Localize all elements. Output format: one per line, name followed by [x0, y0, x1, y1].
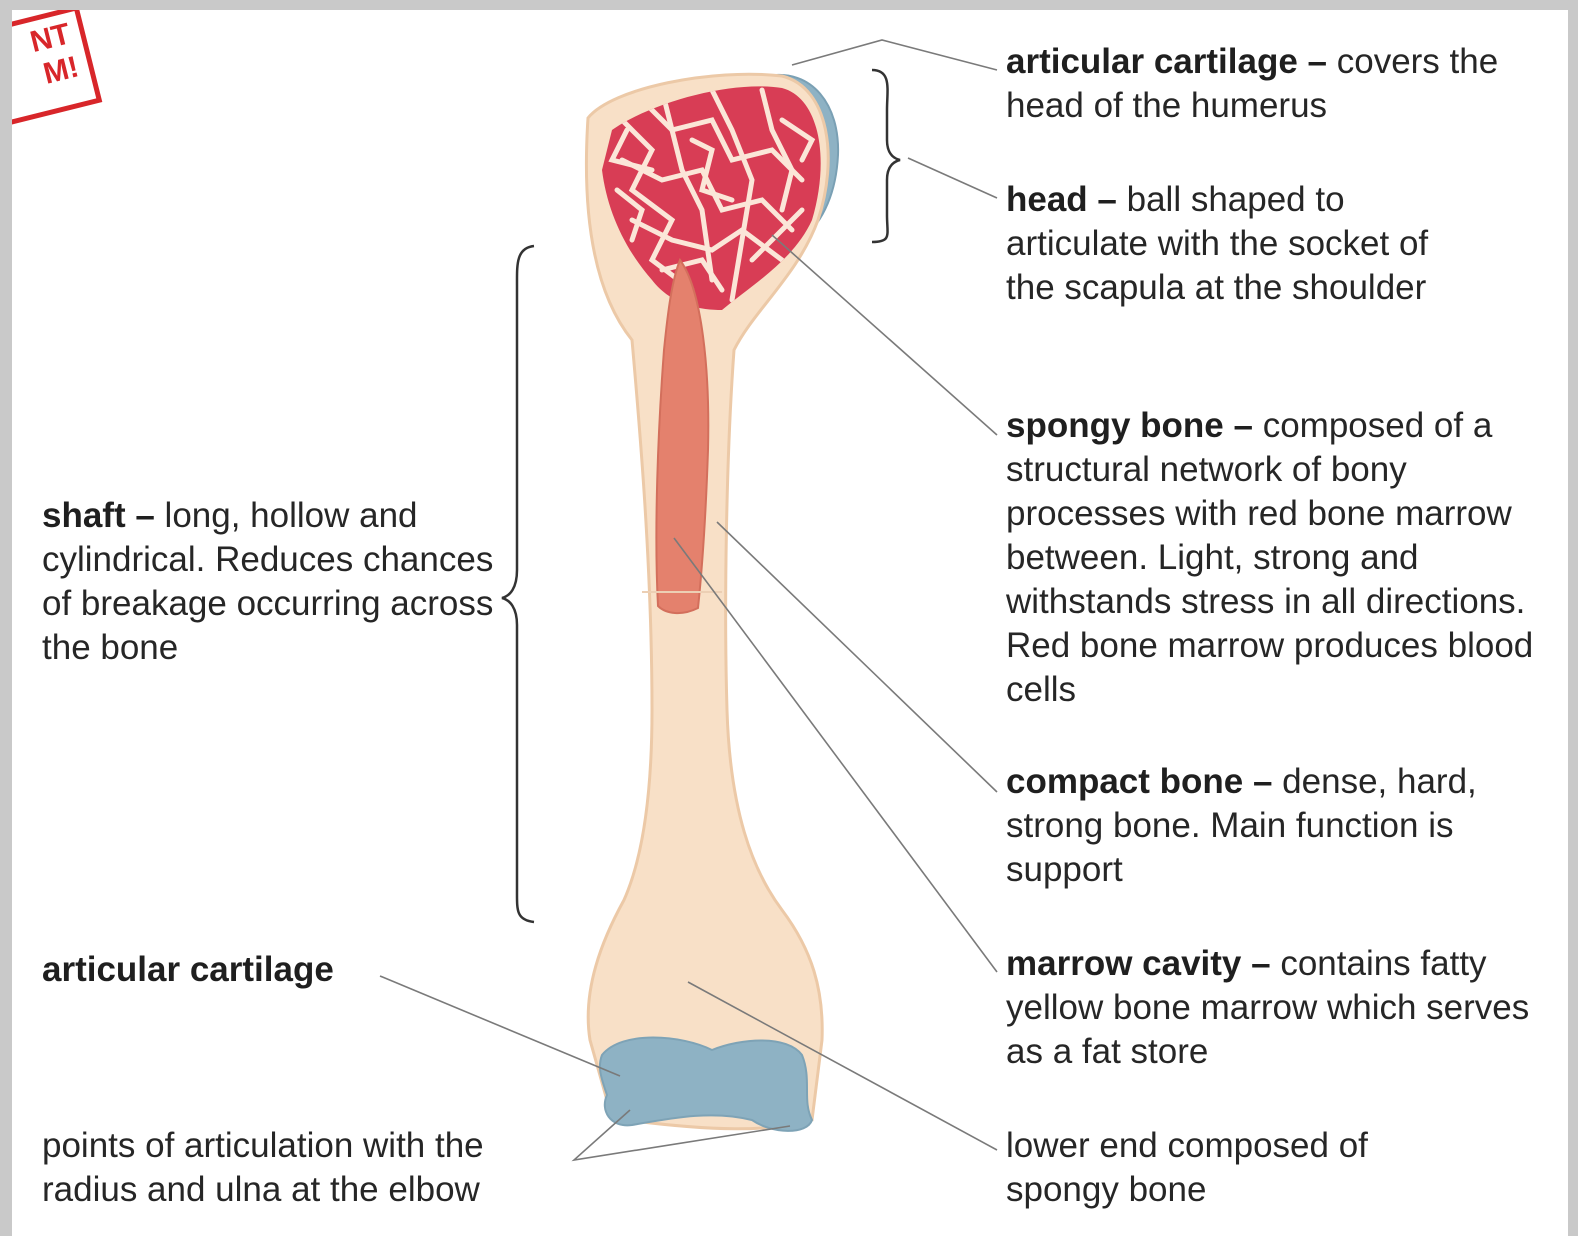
desc-spongy-bone: composed of a structural network of bony… — [1006, 406, 1533, 709]
term-articular-cartilage-top: articular cartilage – — [1006, 42, 1327, 81]
term-spongy-bone: spongy bone – — [1006, 406, 1253, 445]
term-compact-bone: compact bone – — [1006, 762, 1272, 801]
leader-head — [908, 158, 997, 198]
label-articular-cartilage-top: articular cartilage – covers the head of… — [1006, 40, 1526, 128]
term-shaft: shaft – — [42, 496, 155, 535]
leader-spongy-bone — [772, 235, 997, 435]
label-marrow-cavity: marrow cavity – contains fatty yellow bo… — [1006, 942, 1546, 1074]
label-compact-bone: compact bone – dense, hard, strong bone.… — [1006, 760, 1526, 892]
label-head: head – ball shaped to articulate with th… — [1006, 178, 1476, 310]
label-lower-end: lower end composed of spongy bone — [1006, 1124, 1426, 1212]
head-brace — [872, 70, 900, 242]
desc-lower-end: lower end composed of spongy bone — [1006, 1126, 1368, 1209]
term-articular-cartilage-bottom: articular cartilage — [42, 950, 334, 989]
desc-points-of-articulation: points of articulation with the radius a… — [42, 1126, 484, 1209]
label-articular-cartilage-bottom: articular cartilage — [42, 948, 442, 992]
label-points-of-articulation: points of articulation with the radius a… — [42, 1124, 582, 1212]
term-marrow-cavity: marrow cavity – — [1006, 944, 1271, 983]
leader-compact-bone — [717, 522, 997, 792]
label-spongy-bone: spongy bone – composed of a structural n… — [1006, 404, 1546, 712]
shaft-brace — [502, 246, 534, 922]
term-head: head – — [1006, 180, 1117, 219]
label-shaft: shaft – long, hollow and cylindrical. Re… — [42, 494, 502, 670]
leader-articular-cartilage-top — [792, 40, 997, 70]
diagram-canvas: NT M! articular cartilage – covers the h… — [12, 10, 1568, 1236]
